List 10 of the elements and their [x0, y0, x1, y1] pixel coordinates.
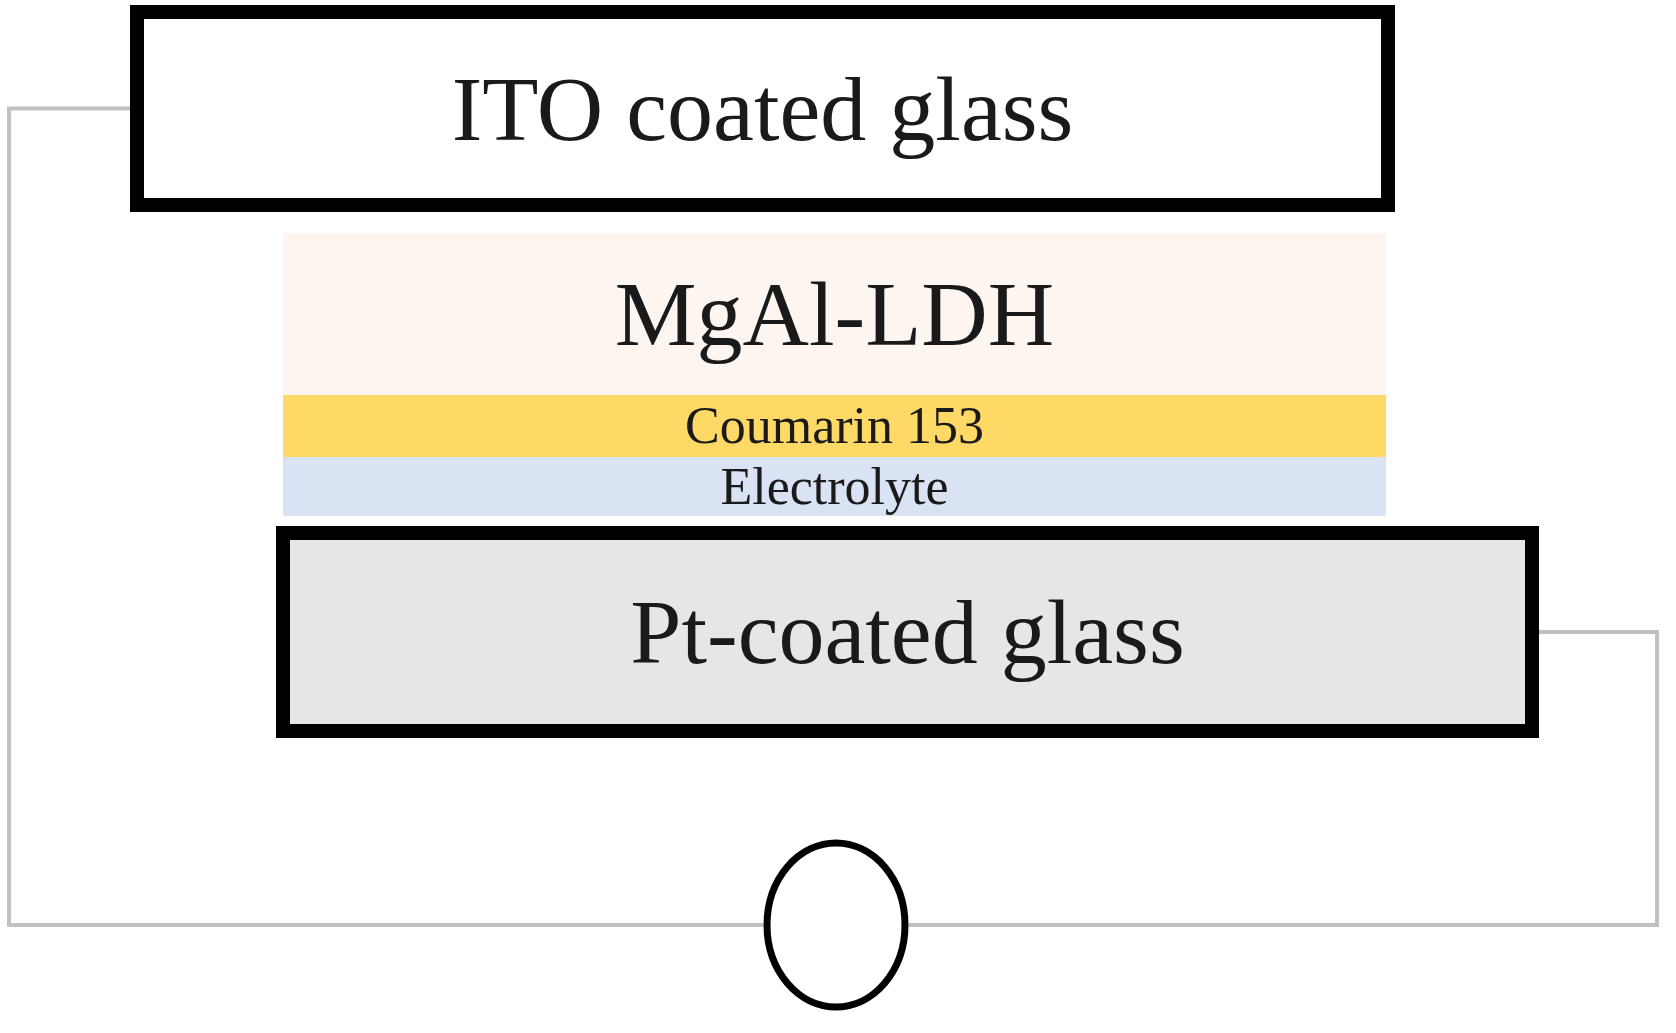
load-circle [763, 839, 909, 1011]
ldh-layer [283, 233, 1386, 395]
ito-glass-layer [130, 5, 1395, 212]
layer-label: Electrolyte [720, 460, 949, 513]
wire [7, 106, 763, 927]
pt-glass-layer [276, 526, 1539, 738]
wire [909, 630, 1659, 927]
dye-layer [283, 395, 1386, 457]
layer-label: Coumarin 153 [685, 400, 984, 452]
electrolyte-layer [283, 457, 1386, 516]
